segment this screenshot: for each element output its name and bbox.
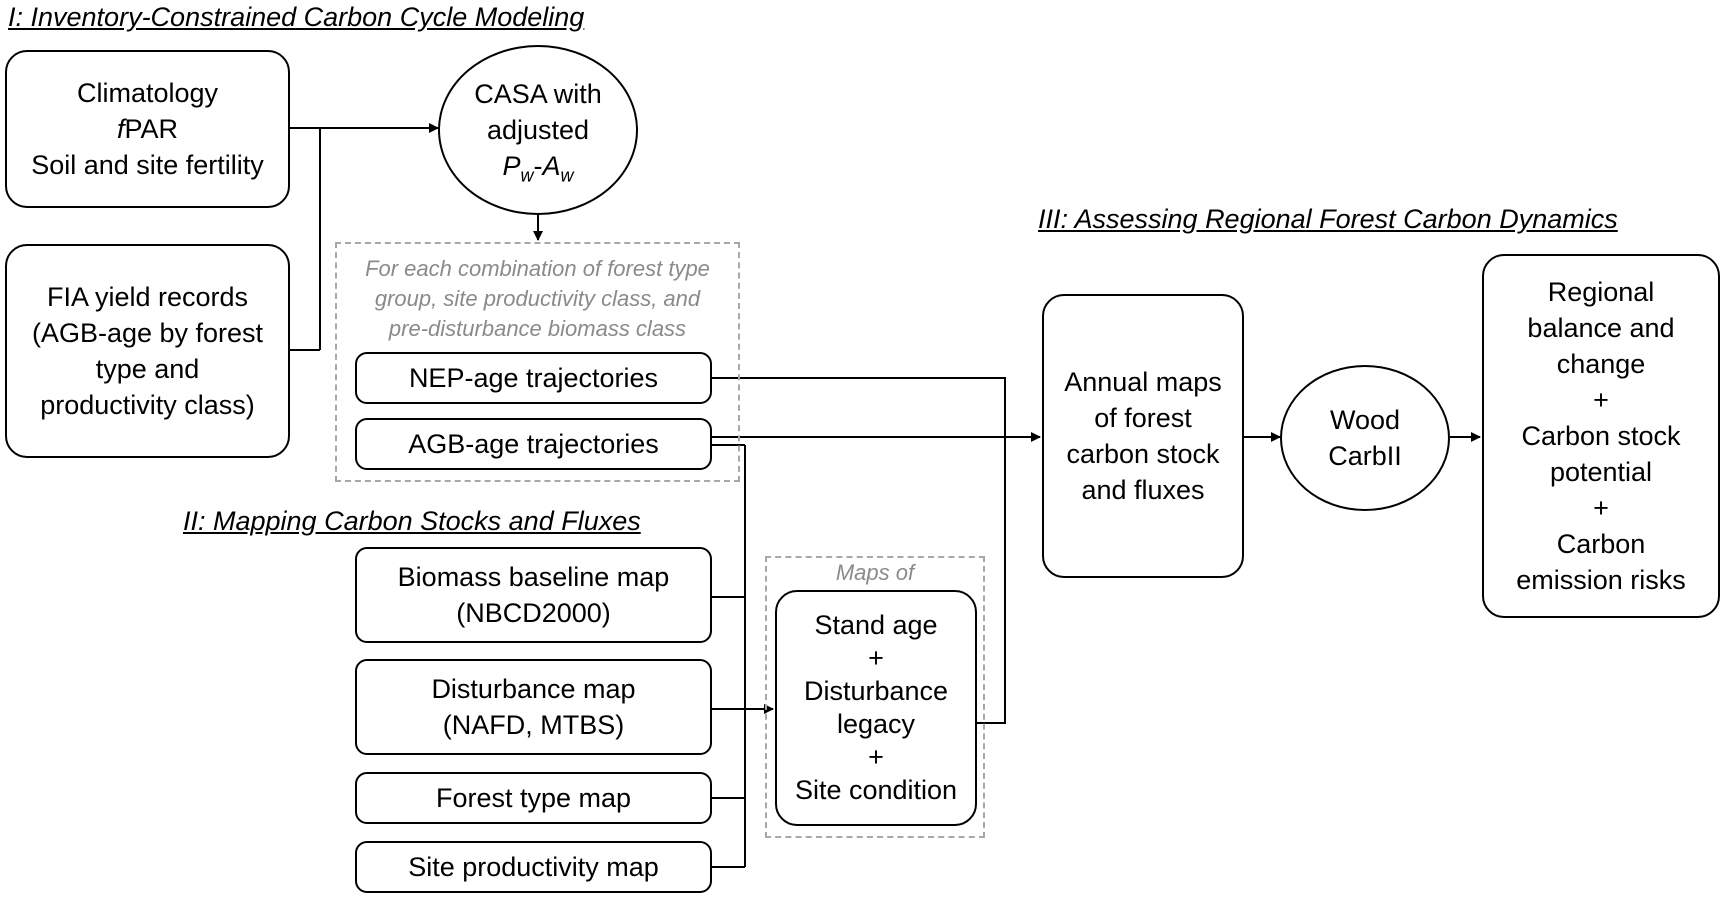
agb-trajectories-box: AGB-age trajectories xyxy=(355,418,712,470)
outcome-line-5: Carbon stock xyxy=(1521,421,1681,451)
section-3-heading: III: Assessing Regional Forest Carbon Dy… xyxy=(1038,204,1618,234)
trajectories-dashed-group xyxy=(335,242,740,482)
disturbance-line-2: (NAFD, MTBS) xyxy=(442,710,625,740)
climatology-text: Climatology xyxy=(76,78,219,108)
soil-fertility-text: Soil and site fertility xyxy=(31,150,264,180)
biomass-line-1: Biomass baseline map xyxy=(397,562,670,592)
maps-of-line-3: Disturbance xyxy=(803,676,949,706)
maps-of-label: Maps of xyxy=(835,560,915,585)
casa-line-1: CASA with xyxy=(474,79,602,109)
climatology-box: Climatology fPAR Soil and site fertility xyxy=(5,50,290,208)
outcome-line-3: change xyxy=(1556,349,1646,379)
combination-note-line-3: pre-disturbance biomass class xyxy=(388,316,687,341)
combination-note: For each combination of forest type grou… xyxy=(335,254,740,344)
maps-of-line-1: Stand age xyxy=(814,610,938,640)
maps-of-line-5: + xyxy=(868,742,884,772)
section-1-heading: I: Inventory-Constrained Carbon Cycle Mo… xyxy=(8,2,585,32)
fia-line-4: productivity class) xyxy=(40,390,255,420)
nep-trajectories-box: NEP-age trajectories xyxy=(355,352,712,404)
fpar-text: fPAR xyxy=(116,114,179,144)
annual-line-1: Annual maps xyxy=(1064,367,1222,397)
combination-note-line-1: For each combination of forest type xyxy=(365,256,710,281)
annual-maps-box: Annual maps of forest carbon stock and f… xyxy=(1042,294,1244,578)
annual-line-3: carbon stock xyxy=(1066,439,1220,469)
biomass-baseline-box: Biomass baseline map (NBCD2000) xyxy=(355,547,712,643)
stand-age-box: Stand age + Disturbance legacy + Site co… xyxy=(775,590,977,826)
disturbance-map-box: Disturbance map (NAFD, MTBS) xyxy=(355,659,712,755)
woodcarb-line-1: Wood xyxy=(1329,405,1401,435)
maps-of-line-2: + xyxy=(868,643,884,673)
outcome-line-2: balance and xyxy=(1527,313,1675,343)
disturbance-line-1: Disturbance map xyxy=(431,674,636,704)
casa-line-2: adjusted xyxy=(486,115,590,145)
nep-trajectory-line xyxy=(712,377,1006,724)
outcome-line-6: potential xyxy=(1549,457,1653,487)
fia-line-1: FIA yield records xyxy=(46,282,249,312)
outcome-line-8: Carbon xyxy=(1556,529,1646,559)
maps-of-line-6: Site condition xyxy=(794,775,958,805)
site-productivity-map-box: Site productivity map xyxy=(355,841,712,893)
maps-of-line-4: legacy xyxy=(836,709,916,739)
fia-yield-box: FIA yield records (AGB-age by forest typ… xyxy=(5,244,290,458)
annual-line-4: and fluxes xyxy=(1081,475,1205,505)
woodcarb-line-2: CarbII xyxy=(1328,441,1402,471)
casa-line-3: Pw-Aw xyxy=(502,151,574,186)
outcome-line-4: + xyxy=(1593,385,1609,415)
outcome-line-7: + xyxy=(1593,493,1609,523)
fia-line-3: type and xyxy=(95,354,200,384)
forest-type-map-box: Forest type map xyxy=(355,772,712,824)
woodcarb-circle: Wood CarbII xyxy=(1280,365,1450,511)
outcomes-box: Regional balance and change + Carbon sto… xyxy=(1482,254,1720,618)
annual-line-2: of forest xyxy=(1094,403,1192,433)
combination-note-line-2: group, site productivity class, and xyxy=(374,286,701,311)
outcome-line-1: Regional xyxy=(1547,277,1655,307)
biomass-line-2: (NBCD2000) xyxy=(456,598,611,628)
casa-circle: CASA with adjusted Pw-Aw xyxy=(438,45,638,215)
section-2-heading: II: Mapping Carbon Stocks and Fluxes xyxy=(183,506,641,536)
maps-of-dashed-group xyxy=(765,556,985,838)
fia-line-2: (AGB-age by forest xyxy=(31,318,264,348)
outcome-line-9: emission risks xyxy=(1516,565,1686,595)
